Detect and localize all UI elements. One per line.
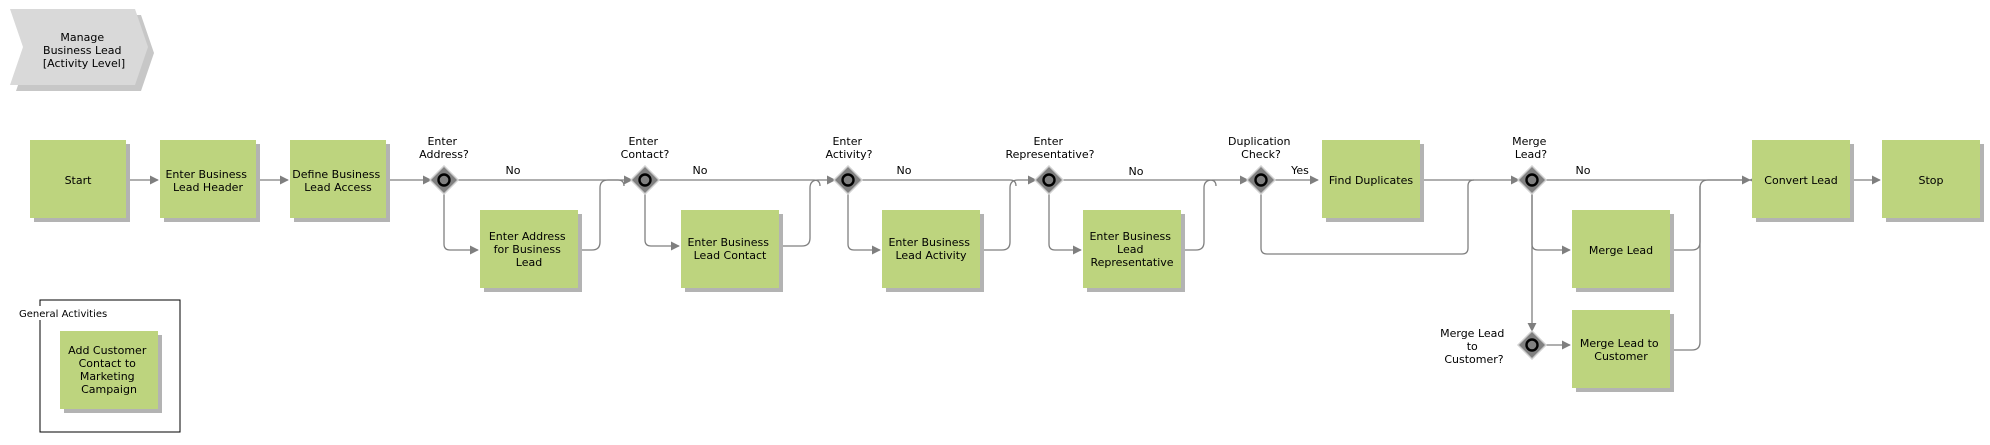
task-enter-representative[interactable]: Enter Business Lead Representative: [1083, 210, 1185, 292]
gateway-merge-label-2: Lead?: [1515, 148, 1547, 161]
svg-text:Merge Lead?: Merge Lead?: [1512, 135, 1550, 161]
gateway-rep-label-2: Representative?: [1006, 148, 1095, 161]
header-line-1: Manage: [60, 31, 104, 44]
gateway-merge-customer-label-1: Merge Lead: [1440, 327, 1504, 340]
gateway-activity-label-2: Activity?: [826, 148, 873, 161]
task-stop[interactable]: Stop: [1882, 140, 1984, 222]
task-define-access-label-2: Lead Access: [304, 181, 372, 194]
svg-text:Add Customer Contact: Add Customer Contact to Marketing Campai…: [68, 344, 150, 396]
svg-text:Enter Business Lead: Enter Business Lead Activity: [888, 236, 973, 262]
svg-text:Enter Activity?: Enter Activity?: [826, 135, 873, 161]
edge-labels: No No No No Yes No: [506, 164, 1591, 178]
svg-text:Enter Representative: Enter Representative?: [1006, 135, 1095, 161]
gateway-activity-label-1: Enter: [832, 135, 862, 148]
task-convert-lead-label-1: Convert Lead: [1764, 174, 1837, 187]
gateway-merge-label-1: Merge: [1512, 135, 1547, 148]
task-merge-customer-label-2: Customer: [1594, 350, 1648, 363]
svg-text:Duplication Check?: Duplication Check?: [1228, 135, 1294, 161]
gateway-address-label-1: Enter: [427, 135, 457, 148]
task-merge-lead-to-customer[interactable]: Merge Lead to Customer: [1572, 310, 1674, 392]
header-line-2: Business Lead: [43, 44, 121, 57]
task-stop-label-1: Stop: [1918, 174, 1943, 187]
task-add-contact-label-3: Marketing: [80, 370, 135, 383]
svg-text:Start: Start: [65, 174, 93, 187]
gateway-duplication[interactable]: Duplication Check?: [1228, 135, 1294, 195]
svg-text:Define Business Lead: Define Business Lead Access: [292, 168, 383, 194]
process-header: Manage Business Lead [Activity Level]: [10, 9, 154, 91]
general-activities-title: General Activities: [19, 309, 107, 320]
edge-label-merge-no: No: [1576, 164, 1591, 177]
task-find-duplicates[interactable]: Find Duplicates: [1322, 140, 1424, 222]
svg-text:Find Duplicates: Find Duplicates: [1329, 174, 1413, 187]
svg-text:Convert Lead: Convert Lead: [1764, 174, 1837, 187]
connectors: [130, 175, 1881, 351]
gateway-activity[interactable]: Enter Activity?: [826, 135, 873, 195]
svg-text:Enter Address?: Enter Address?: [419, 135, 469, 161]
svg-text:Enter Business Lead: Enter Business Lead Header: [165, 168, 250, 194]
svg-text:Enter Business Lead: Enter Business Lead Representative: [1089, 230, 1174, 269]
gateway-representative[interactable]: Enter Representative?: [1006, 135, 1095, 195]
gateway-rep-label-1: Enter: [1033, 135, 1063, 148]
task-enter-header-label-2: Lead Header: [173, 181, 243, 194]
svg-text:Merge Lead to: Merge Lead to Customer?: [1440, 327, 1508, 366]
gateway-merge[interactable]: Merge Lead?: [1512, 135, 1550, 195]
svg-text:Merge Lead: Merge Lead: [1589, 244, 1653, 257]
task-nodes: Start Enter Business Lead Header Define …: [30, 140, 1984, 413]
task-enter-header-label-1: Enter Business: [165, 168, 247, 181]
task-enter-address-label-1: Enter Address: [489, 230, 566, 243]
task-merge-lead[interactable]: Merge Lead: [1572, 210, 1674, 292]
svg-text:Manage Business Lead: Manage Business Lead [Activity Level]: [43, 31, 125, 70]
task-enter-activity[interactable]: Enter Business Lead Activity: [882, 210, 984, 292]
svg-text:Enter Business Lead: Enter Business Lead Contact: [687, 236, 772, 262]
gateway-contact-label-2: Contact?: [621, 148, 670, 161]
gateway-contact-label-1: Enter: [628, 135, 658, 148]
edge-label-address-no: No: [506, 164, 521, 177]
gateway-duplication-label-1: Duplication: [1228, 135, 1290, 148]
task-enter-activity-label-1: Enter Business: [888, 236, 970, 249]
task-start[interactable]: Start: [30, 140, 130, 222]
task-enter-business-lead-header[interactable]: Enter Business Lead Header: [160, 140, 260, 222]
task-add-contact-label-4: Campaign: [81, 383, 137, 396]
general-activities-box: General Activities: [18, 299, 181, 433]
edge-label-contact-no: No: [693, 164, 708, 177]
task-enter-contact[interactable]: Enter Business Lead Contact: [681, 210, 783, 292]
task-enter-contact-label-2: Lead Contact: [694, 249, 767, 262]
task-enter-address-label-3: Lead: [516, 256, 542, 269]
edge-label-duplication-yes: Yes: [1290, 164, 1309, 177]
svg-text:Enter Contact?: Enter Contact?: [621, 135, 670, 161]
gateway-address[interactable]: Enter Address?: [419, 135, 469, 195]
task-enter-rep-label-3: Representative: [1090, 256, 1173, 269]
gateway-address-label-2: Address?: [419, 148, 469, 161]
task-find-duplicates-label-1: Find Duplicates: [1329, 174, 1413, 187]
gateway-duplication-label-2: Check?: [1241, 148, 1281, 161]
svg-text:Enter Address for Bu: Enter Address for Business Lead: [489, 230, 569, 269]
gateway-contact[interactable]: Enter Contact?: [621, 135, 670, 195]
svg-text:Merge Lead to Custom: Merge Lead to Customer: [1580, 337, 1662, 363]
svg-text:Stop: Stop: [1918, 174, 1943, 187]
task-convert-lead[interactable]: Convert Lead: [1752, 140, 1854, 222]
task-add-customer-contact[interactable]: Add Customer Contact to Marketing Campai…: [60, 331, 162, 413]
task-add-contact-label-2: Contact to: [79, 357, 137, 370]
task-define-access-label-1: Define Business: [292, 168, 380, 181]
task-start-label-1: Start: [65, 174, 93, 187]
gateway-merge-customer-label-3: Customer?: [1444, 353, 1503, 366]
task-enter-address-label-2: for Business: [494, 243, 561, 256]
task-merge-customer-label-1: Merge Lead to: [1580, 337, 1659, 350]
gateways: Enter Address? Enter Contact? Enter: [419, 135, 1550, 366]
edge-label-rep-no: No: [1129, 165, 1144, 178]
gateway-merge-customer-label-2: to: [1467, 340, 1478, 353]
task-merge-lead-label-1: Merge Lead: [1589, 244, 1653, 257]
task-enter-address[interactable]: Enter Address for Business Lead: [480, 210, 582, 292]
task-enter-contact-label-1: Enter Business: [687, 236, 769, 249]
task-enter-rep-label-2: Lead: [1117, 243, 1143, 256]
edge-label-activity-no: No: [897, 164, 912, 177]
gateway-merge-customer[interactable]: Merge Lead to Customer?: [1440, 327, 1547, 366]
task-define-business-lead-access[interactable]: Define Business Lead Access: [290, 140, 390, 222]
task-enter-rep-label-1: Enter Business: [1089, 230, 1171, 243]
header-line-3: [Activity Level]: [43, 57, 125, 70]
task-enter-activity-label-2: Lead Activity: [895, 249, 967, 262]
task-add-contact-label-1: Add Customer: [68, 344, 147, 357]
